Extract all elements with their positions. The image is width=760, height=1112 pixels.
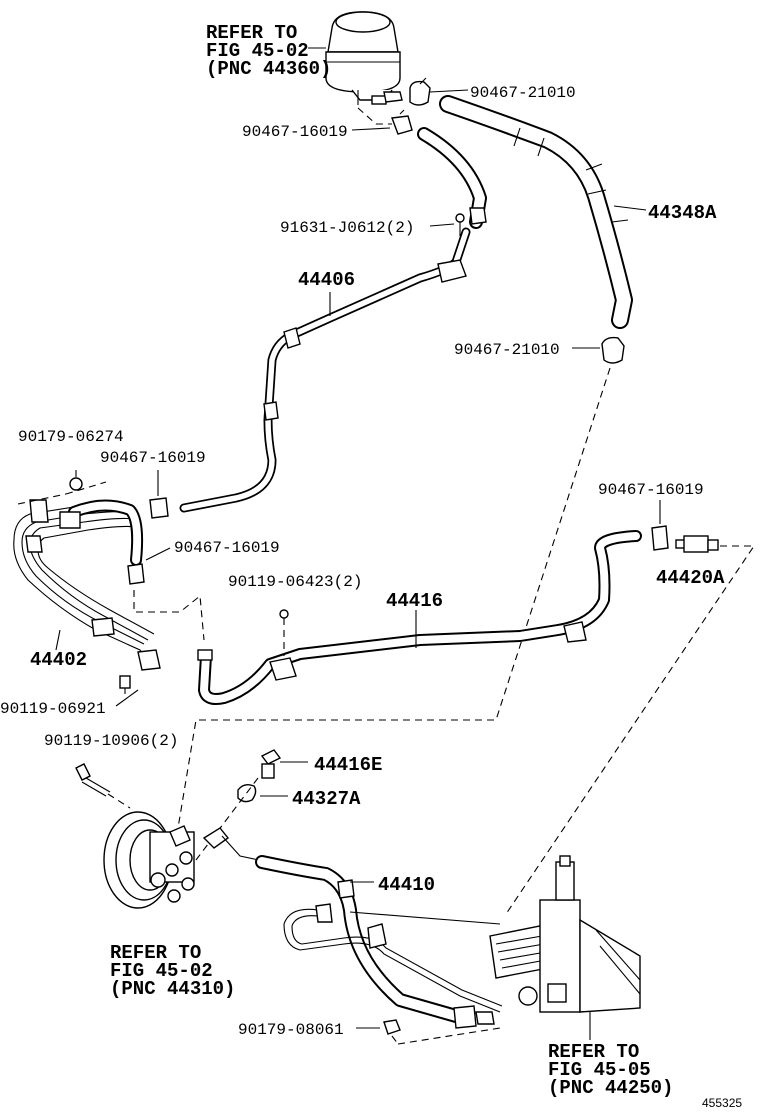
bolt-44416e: [260, 749, 282, 779]
ref-gear-line3: (PNC 44250): [548, 1077, 673, 1099]
union-44420a: [675, 535, 719, 553]
tube-44402: [13, 499, 161, 671]
label-nut-90179-a: 90179-06274: [18, 428, 124, 446]
label-tube-44406: 44406: [298, 269, 355, 291]
nut-90179-b: [383, 1019, 401, 1035]
label-clip-right: 90467-16019: [598, 481, 704, 499]
bolt-90119-a: [279, 609, 289, 656]
label-clamp-top: 90467-21010: [470, 84, 576, 102]
tube-44416: [197, 530, 642, 705]
label-bolt-90119-c: 90119-10906(2): [44, 732, 178, 750]
reservoir: [308, 11, 403, 105]
ref-reservoir-line3: (PNC 44360): [206, 58, 331, 80]
label-bolt-90119-a: 90119-06423(2): [228, 573, 362, 591]
bolt-90119-c: [75, 763, 111, 797]
label-gasket-44327a: 44327A: [292, 788, 361, 810]
clip-left2: [127, 563, 145, 585]
label-tube-44416: 44416: [386, 590, 443, 612]
label-clamp-mid: 90467-21010: [454, 341, 560, 359]
label-hose-44348a: 44348A: [648, 202, 717, 224]
label-bolt-90119-b: 90119-06921: [0, 700, 106, 718]
ref-gear-line2: FIG 45-05: [548, 1059, 651, 1081]
ref-pump-line3: (PNC 44310): [110, 978, 235, 1000]
label-bolt-44416e: 44416E: [314, 754, 382, 776]
steering-gear: [489, 855, 641, 1013]
bolt-91631: [455, 213, 465, 236]
label-clip-left2: 90467-16019: [174, 539, 280, 557]
ref-gear-line1: REFER TO: [548, 1041, 639, 1063]
tube-44406: [179, 127, 487, 513]
label-hose-44410: 44410: [378, 874, 435, 896]
ref-pump-line2: FIG 45-02: [110, 960, 213, 982]
pump: [103, 811, 195, 909]
label-union-44420a: 44420A: [656, 567, 725, 589]
hose-44410: [202, 827, 503, 1029]
ref-reservoir-line1: REFER TO: [206, 22, 297, 44]
clamp-mid: [601, 336, 625, 364]
clamp-top: [409, 77, 431, 106]
label-nut-90179-b: 90179-08061: [238, 1021, 344, 1039]
ref-pump-line1: REFER TO: [110, 942, 201, 964]
label-clip-top: 90467-16019: [242, 123, 348, 141]
clip-top: [391, 109, 413, 135]
label-bolt-91631: 91631-J0612(2): [280, 219, 414, 237]
clip-left: [149, 497, 169, 519]
image-id: 455325: [702, 1096, 742, 1110]
label-tube-44402: 44402: [30, 649, 87, 671]
hose-44348a: [439, 95, 633, 329]
label-clip-left: 90467-16019: [100, 449, 206, 467]
clip-right: [651, 525, 669, 551]
ref-reservoir-line2: FIG 45-02: [206, 40, 309, 62]
nut-90179-a: [69, 477, 83, 491]
bolt-90119-b: [119, 675, 131, 694]
